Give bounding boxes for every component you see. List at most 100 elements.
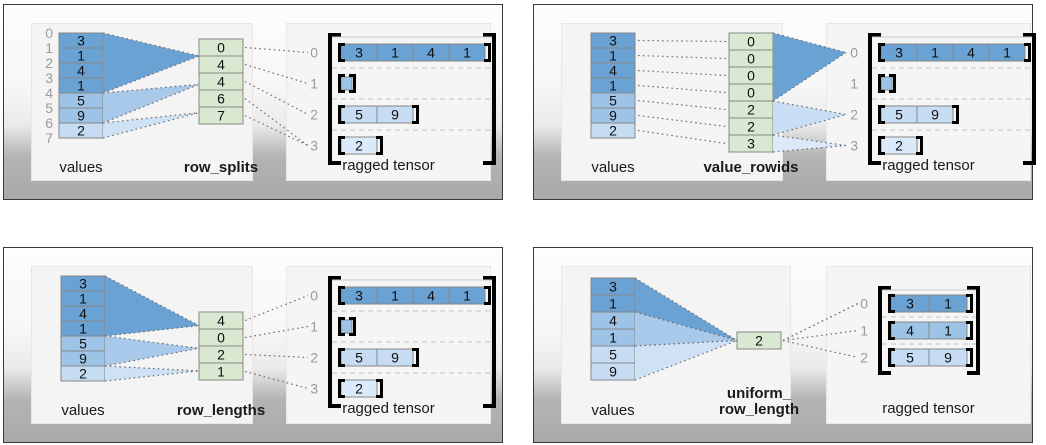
- value-cell-text: 3: [77, 33, 85, 49]
- fan-row-lengths: [104, 275, 309, 390]
- inner-bracket: [349, 317, 356, 336]
- encoding-to-row-link: [244, 114, 309, 147]
- value-cell-text: 3: [609, 279, 617, 295]
- fan-uniform-row-length: [634, 277, 859, 381]
- value-cell-text: 3: [609, 33, 617, 49]
- encoding-cell-text: 0: [747, 51, 755, 67]
- encoding-to-row-link: [244, 98, 309, 146]
- ragged-row-index: 1: [310, 76, 318, 92]
- ragged-tensor-label-uniform-row-length: ragged tensor: [882, 400, 975, 417]
- ragged-row-index: 0: [850, 45, 858, 61]
- encoding-label-value-rowids: value_rowids: [703, 159, 799, 176]
- ragged-cell-text: 2: [895, 138, 903, 154]
- values-label-uniform-row-length: values: [591, 402, 635, 419]
- fan-row-splits: [102, 32, 309, 147]
- encoding-label-row-lengths: row_lengths: [176, 402, 266, 419]
- rowid-group-wedge: [773, 101, 846, 135]
- value-to-rowid-link: [637, 129, 727, 145]
- ragged-cell: [376, 348, 414, 367]
- encoding-cell-text: 6: [217, 91, 225, 107]
- value-index-label: 5: [45, 100, 53, 116]
- outer-bracket: [328, 276, 341, 408]
- value-cell-text: 4: [77, 63, 85, 79]
- value-group-wedge: [105, 276, 199, 336]
- ragged-cell-text: 1: [931, 45, 939, 61]
- encoding-cell-text: 0: [217, 40, 225, 56]
- inner-bracket: [338, 105, 345, 124]
- ragged-cell-text: 5: [355, 350, 363, 366]
- inner-bracket: [338, 43, 345, 62]
- wedge-edge: [102, 83, 200, 94]
- value-cell-text: 1: [609, 48, 617, 64]
- ragged-row-index: 0: [310, 45, 318, 61]
- ragged-cell-text: 9: [944, 350, 952, 366]
- ragged-empty-marker: [340, 319, 353, 334]
- ragged-cell-text: 2: [355, 381, 363, 397]
- inner-bracket: [888, 321, 895, 340]
- wedge-edge: [104, 370, 200, 382]
- values-label-row-splits: values: [59, 159, 103, 176]
- encoding-cell-text: 0: [747, 34, 755, 50]
- encoding-label-uniform-row-length: uniform_row_length: [697, 385, 821, 418]
- wedge-edge: [104, 275, 200, 327]
- value-cell-text: 9: [77, 108, 85, 124]
- wedge-edge: [102, 32, 200, 57]
- value-cell: [590, 122, 636, 139]
- outer-bracket: [967, 286, 980, 375]
- encoding-to-row-link: [244, 63, 309, 85]
- ragged-cell: [928, 294, 968, 313]
- ragged-cell-text: 1: [463, 45, 471, 61]
- inner-bracket: [338, 136, 345, 155]
- ragged-cell: [928, 348, 968, 367]
- encoding-cell-text: 4: [217, 313, 225, 329]
- ragged-cell-text: 5: [906, 350, 914, 366]
- value-cell-text: 5: [77, 93, 85, 109]
- ragged-cell-text: 5: [895, 107, 903, 123]
- encoding-label-line: uniform_: [726, 385, 792, 402]
- inner-bracket: [484, 43, 491, 62]
- value-cell-text: 3: [79, 276, 87, 292]
- ragged-cell-text: 5: [355, 107, 363, 123]
- outer-bracket: [328, 33, 341, 165]
- ragged-cell-text: 9: [391, 350, 399, 366]
- ragged-tensor-label-row-splits: ragged tensor: [342, 157, 435, 174]
- encoding-cell-text: 2: [747, 102, 755, 118]
- fan-value-rowids: [637, 32, 847, 153]
- inner-bracket: [966, 294, 973, 313]
- inner-bracket: [338, 286, 345, 305]
- wedge-edge: [104, 335, 200, 349]
- inner-bracket: [889, 74, 896, 93]
- value-to-rowid-link: [637, 39, 727, 43]
- value-cell-text: 2: [79, 366, 87, 382]
- value-index-label: 4: [45, 85, 53, 101]
- inner-bracket: [952, 105, 959, 124]
- value-group-wedge: [103, 33, 199, 93]
- ragged-row-index: 0: [860, 296, 868, 312]
- encoding-cell-text: 7: [217, 108, 225, 124]
- value-to-rowid-link: [637, 114, 727, 128]
- wedge-edge: [102, 112, 200, 139]
- encoding-cell-text: 1: [217, 364, 225, 380]
- ragged-empty-marker: [880, 76, 893, 91]
- ragged-cell: [448, 43, 486, 62]
- value-cell-text: 1: [77, 48, 85, 64]
- ragged-cell: [916, 105, 954, 124]
- value-index-label: 6: [45, 115, 53, 131]
- ragged-cell-text: 9: [391, 107, 399, 123]
- ragged-tensor-label-row-lengths: ragged tensor: [342, 400, 435, 417]
- inner-bracket: [338, 379, 345, 398]
- encoding-to-row-link: [244, 370, 309, 390]
- value-cell-text: 4: [609, 313, 617, 329]
- encoding-cell-text: 0: [747, 85, 755, 101]
- encoding-cell-text: 3: [747, 136, 755, 152]
- encoding-to-row-link: [782, 329, 859, 342]
